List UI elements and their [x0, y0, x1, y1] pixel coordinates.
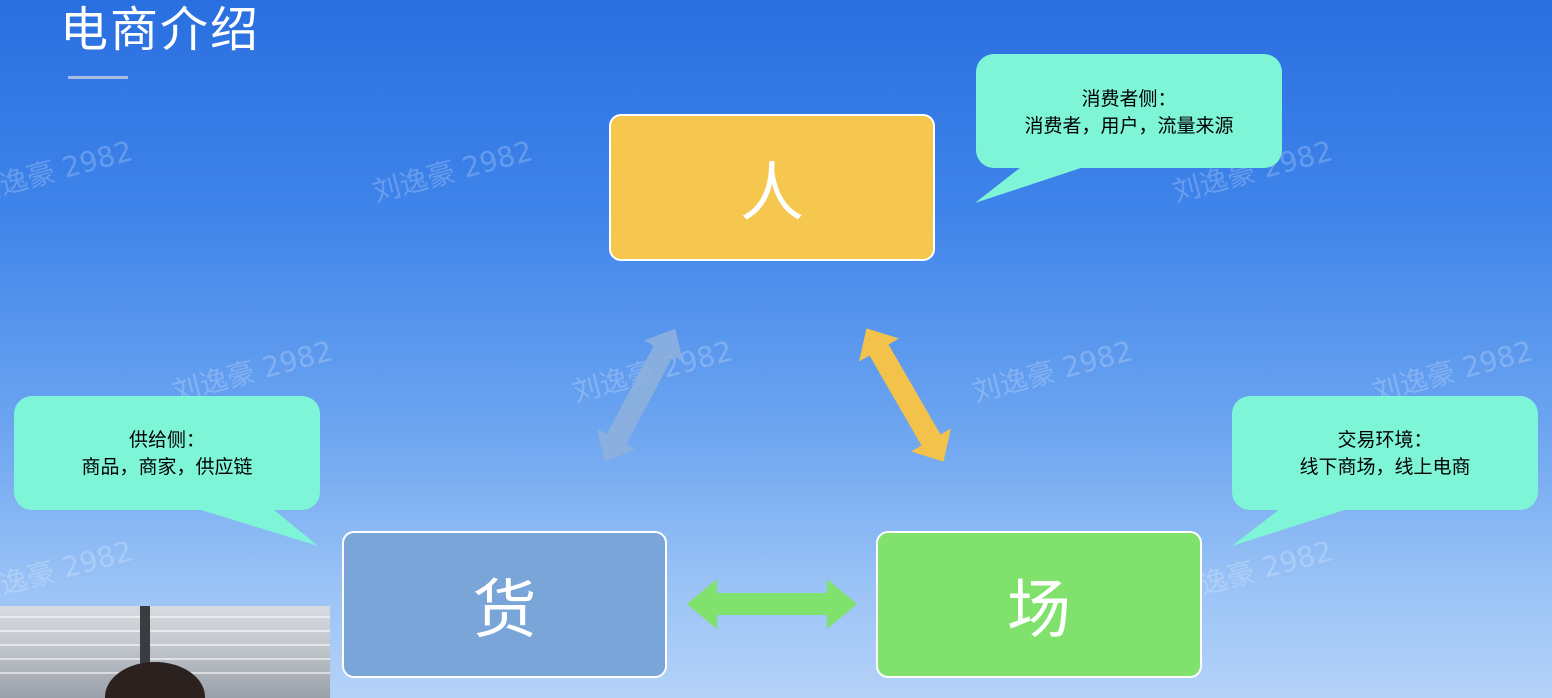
- arrow-huo-chang: [687, 579, 857, 629]
- node-huo: 货: [342, 531, 667, 678]
- supply-bubble: [14, 396, 320, 546]
- arrow-ren-chang: [859, 328, 951, 462]
- trade-bubble-text: 交易环境： 线下商场，线上电商: [1232, 427, 1538, 481]
- supply-bubble-text: 供给侧： 商品，商家，供应链: [14, 427, 320, 481]
- consumer-body: 消费者，用户，流量来源: [1024, 115, 1234, 137]
- trade-heading: 交易环境：: [1337, 429, 1433, 451]
- consumer-heading: 消费者侧：: [1081, 88, 1177, 110]
- consumer-bubble: [975, 54, 1282, 203]
- presenter-webcam: [0, 606, 330, 698]
- node-huo-label: 货: [472, 573, 537, 648]
- supply-heading: 供给侧：: [128, 429, 205, 451]
- page-title: 电商介绍: [60, 2, 261, 58]
- trade-body: 线下商场，线上电商: [1299, 456, 1471, 478]
- supply-body: 商品，商家，供应链: [81, 456, 253, 478]
- consumer-bubble-text: 消费者侧： 消费者，用户，流量来源: [976, 86, 1282, 140]
- node-chang: 场: [876, 531, 1202, 678]
- node-ren: 人: [609, 114, 935, 261]
- node-chang-label: 场: [1007, 573, 1071, 648]
- trade-bubble: [1232, 396, 1538, 546]
- node-ren-label: 人: [740, 156, 804, 231]
- presenter-avatar: [105, 662, 205, 698]
- title-underline: [68, 76, 128, 79]
- arrow-ren-huo: [597, 328, 683, 462]
